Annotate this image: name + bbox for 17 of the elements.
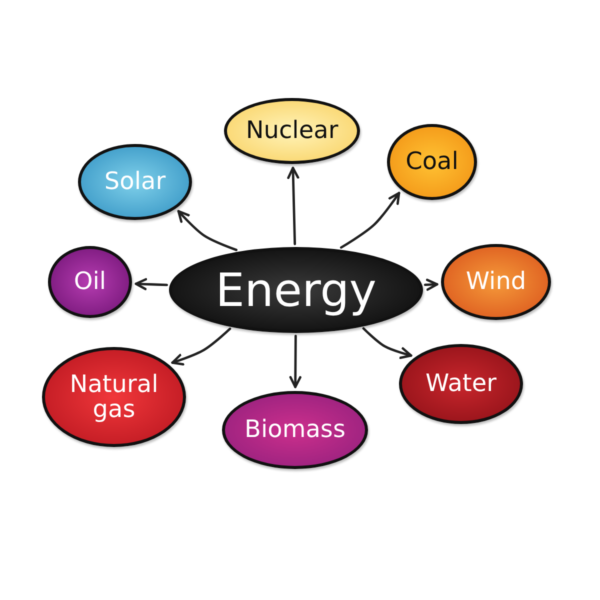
central-topic-label: Energy: [215, 266, 377, 314]
node-label: Wind: [466, 269, 526, 295]
arrow: [289, 334, 302, 388]
arrow: [340, 192, 400, 249]
arrow: [362, 327, 412, 359]
node-label: Natural gas: [68, 372, 160, 422]
arrow: [177, 210, 238, 252]
arrow: [287, 166, 300, 246]
arrow: [134, 278, 168, 290]
node-label: Solar: [104, 169, 166, 195]
node-label: Biomass: [244, 417, 346, 443]
node-label: Coal: [406, 149, 458, 175]
arrow: [424, 278, 438, 291]
arrow: [171, 328, 232, 366]
node-label: Oil: [74, 269, 106, 295]
node-label: Water: [426, 371, 496, 397]
node-label: Nuclear: [246, 118, 338, 144]
